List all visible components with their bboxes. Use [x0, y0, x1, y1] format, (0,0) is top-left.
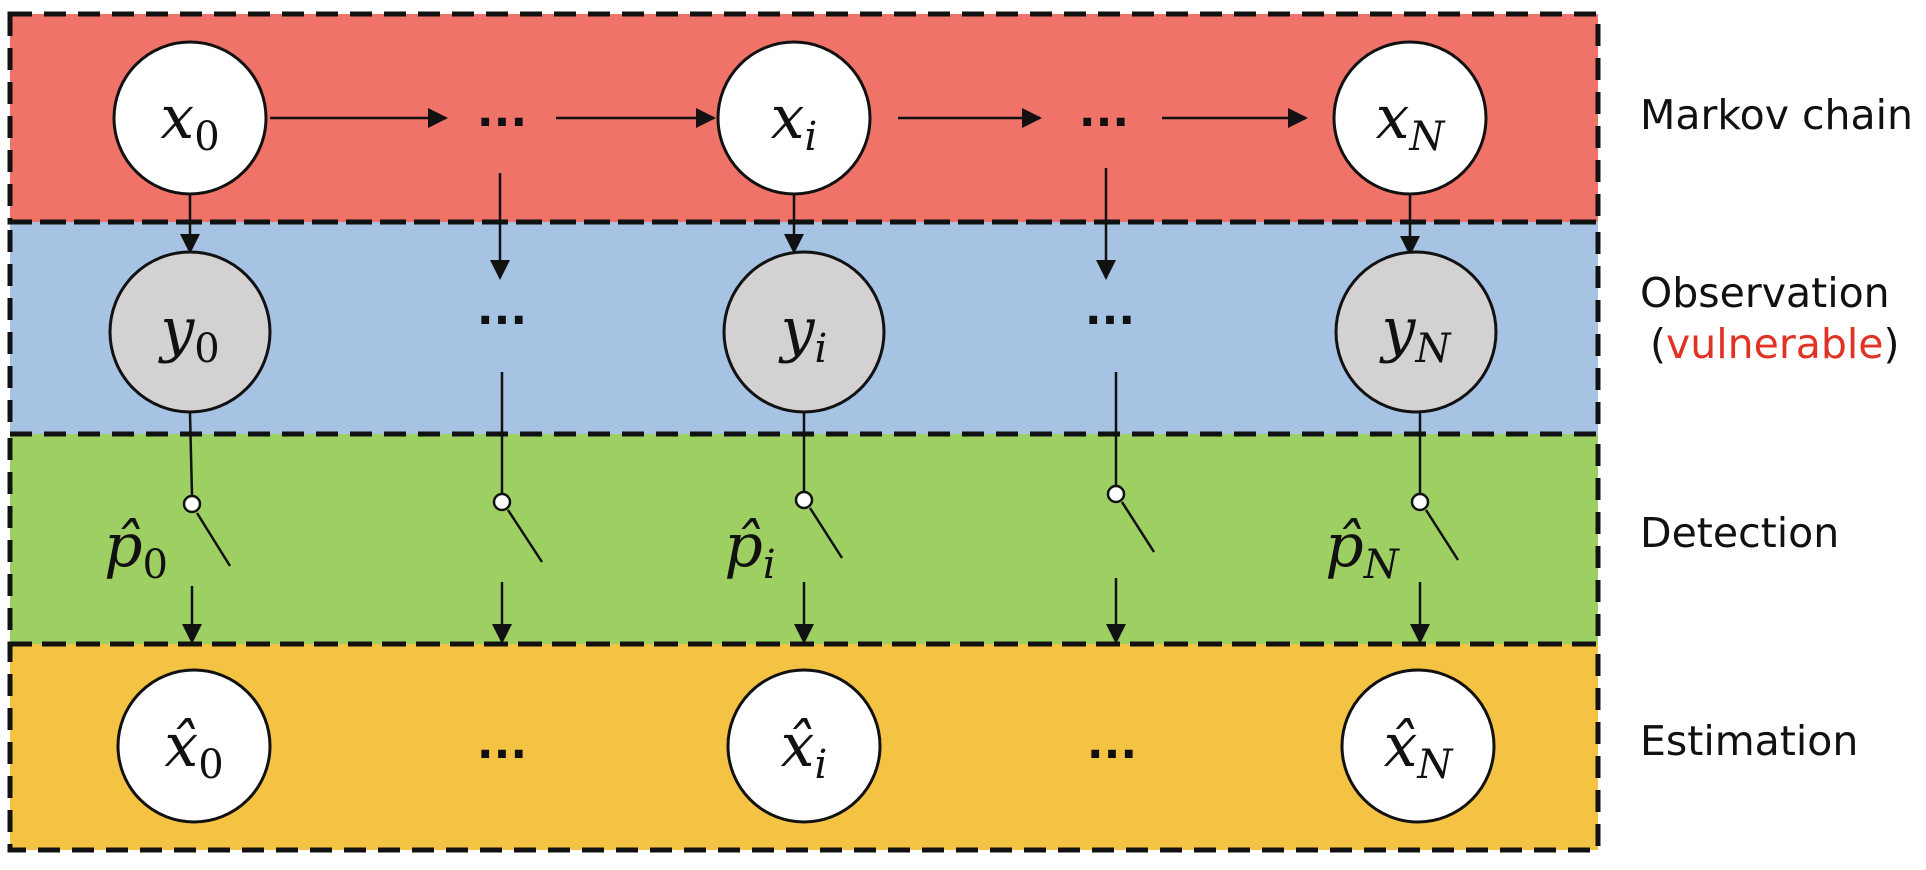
node-label-xhatN: x̂N	[1384, 711, 1455, 788]
node-label-x0: x0	[160, 83, 219, 160]
note-paren-close: )	[1883, 320, 1900, 369]
ellipsis: ...	[1085, 284, 1135, 335]
node-label-yN: yN	[1379, 295, 1453, 372]
estimation-label: Estimation	[1640, 717, 1859, 765]
observation-node	[1334, 250, 1498, 414]
estimate-node	[1340, 668, 1496, 824]
switch-blade	[506, 509, 544, 563]
switch-pivot	[1410, 492, 1430, 512]
ellipsis: ...	[477, 86, 527, 137]
node-label-xhati: x̂i	[781, 711, 828, 788]
switch-pivot	[794, 490, 814, 510]
switch-pivot	[492, 492, 512, 512]
state-node	[1332, 40, 1488, 196]
observation-title: Observation	[1640, 269, 1890, 317]
estimate-node	[116, 668, 272, 824]
node-label-xhat0: x̂0	[164, 711, 223, 788]
switch-pivot	[1106, 484, 1126, 504]
ellipsis: ...	[1087, 718, 1137, 769]
observation-label: Observation (vulnerable)	[1640, 268, 1899, 371]
node-label-xN: xN	[1376, 83, 1447, 160]
vulnerable-note: vulnerable	[1666, 320, 1884, 369]
observation-node	[108, 250, 272, 414]
switch-blade	[808, 507, 844, 559]
switch-blade	[1120, 501, 1156, 553]
node-label-yi: yi	[778, 295, 828, 372]
estimation-band-border	[7, 641, 1601, 853]
ellipsis: ...	[1079, 86, 1129, 137]
detection-label: Detection	[1640, 509, 1840, 557]
switch-pivot	[182, 494, 202, 514]
detection-label-pi: p̂i	[724, 511, 775, 588]
state-node	[112, 40, 268, 196]
observation-node	[722, 250, 886, 414]
detection-label-p0: p̂0	[104, 511, 168, 588]
switch-blade	[1424, 509, 1460, 561]
state-node	[716, 40, 872, 196]
switch-blade	[195, 512, 232, 567]
switch-wire	[188, 412, 194, 497]
node-label-y0: y0	[157, 295, 219, 372]
node-label-xi: xi	[771, 83, 818, 160]
detection-label-pN: p̂N	[1325, 511, 1400, 588]
estimate-node	[726, 668, 882, 824]
note-paren-open: (	[1650, 320, 1666, 369]
ellipsis: ...	[477, 718, 527, 769]
ellipsis: ...	[477, 284, 527, 335]
observation-note: (vulnerable)	[1640, 319, 1899, 370]
markov-chain-label: Markov chain	[1640, 91, 1914, 139]
